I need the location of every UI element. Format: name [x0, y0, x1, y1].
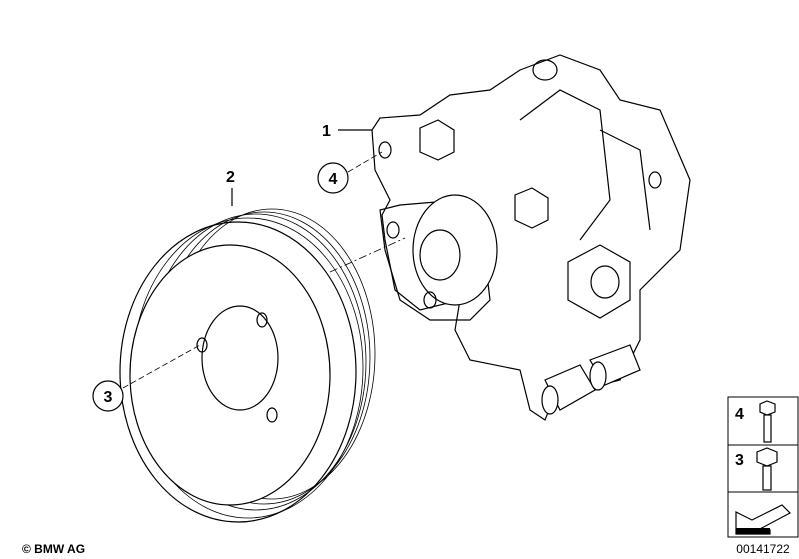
diagram-id: 00141722: [736, 542, 790, 556]
pulley[interactable]: [119, 208, 376, 523]
callout-3-leader: [122, 344, 201, 389]
callout-4-leader: [347, 151, 383, 173]
callout-3-circle[interactable]: [92, 380, 124, 412]
callout-2[interactable]: 2: [226, 169, 235, 186]
legend-item-3-number: 3: [735, 452, 744, 469]
callout-4[interactable]: 4: [329, 171, 338, 188]
copyright: © BMW AG: [22, 542, 85, 556]
legend-box: 4 3: [727, 396, 799, 538]
axis-line: [329, 237, 406, 273]
callout-4-circle[interactable]: [317, 162, 349, 194]
arrow-front-left-icon: [735, 504, 791, 535]
flange-bolt-icon: [759, 400, 776, 443]
callout-3[interactable]: 3: [104, 389, 113, 406]
hex-bolt-icon: [756, 447, 778, 491]
callout-1[interactable]: 1: [322, 123, 331, 140]
power-steering-pump[interactable]: [371, 54, 691, 421]
legend-item-4-number: 4: [735, 406, 744, 423]
